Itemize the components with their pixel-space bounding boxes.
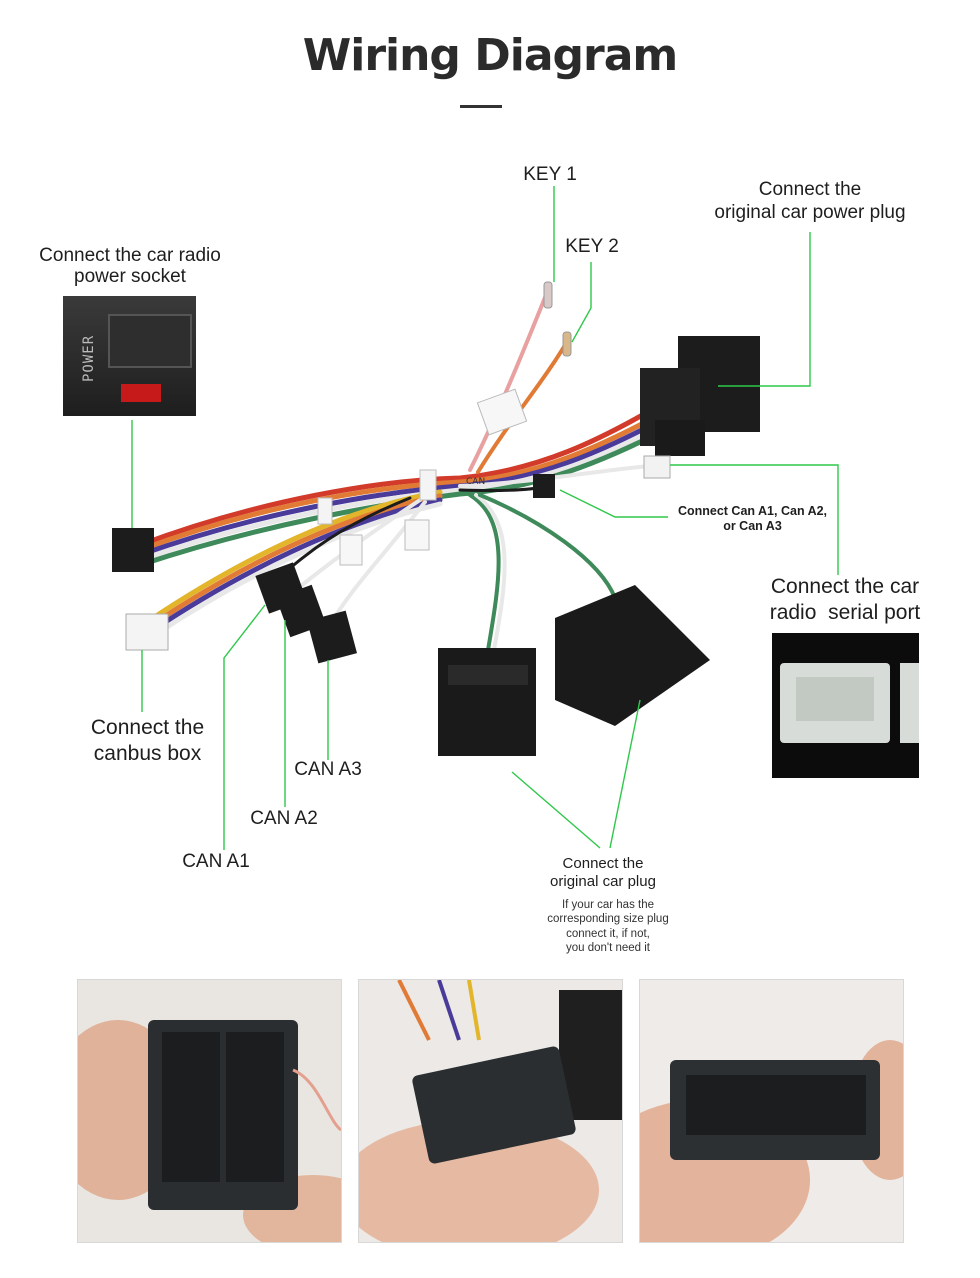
canbus-box-label-line2: canbus box	[93, 742, 202, 766]
serial-port-connector	[643, 455, 671, 479]
power-plug-label-line2: original car power plug	[714, 201, 906, 223]
wire-label-tag	[476, 388, 528, 436]
original-plug-note-line2: corresponding size plug	[547, 913, 669, 926]
key1-label: KEY 1	[523, 164, 577, 185]
wire-label-tag	[339, 534, 363, 566]
radio-power-socket-label-line2: power socket	[74, 265, 186, 287]
canbus-box-label-line1: Connect the	[90, 716, 205, 739]
wire-label-tag	[404, 519, 430, 551]
leader-can-connect	[559, 489, 668, 518]
serial-port-label-line1: Connect the car	[770, 575, 920, 598]
can-connect-label-line1: Connect Can A1, Can A2,	[677, 504, 828, 518]
original-plug-note: If your car has the corresponding size p…	[518, 898, 698, 956]
radio-power-socket-label: Connect the car radio power socket	[20, 245, 240, 287]
key2-terminal	[562, 331, 572, 357]
radio-power-socket-photo: POWER	[63, 296, 196, 416]
key1-terminal	[543, 281, 553, 309]
canbus-box-label: Connect the canbus box	[70, 715, 225, 768]
leader-power-plug	[718, 232, 811, 387]
leader-original-plug-left	[511, 771, 601, 849]
leader-lines	[131, 186, 839, 850]
title-underline	[460, 105, 502, 108]
connector-photo-2	[358, 979, 623, 1243]
original-plug-label-line1: Connect the	[562, 855, 644, 872]
leader-key2	[571, 262, 592, 343]
can-wire-tag: CAN	[466, 477, 485, 487]
can-a3-connector	[306, 610, 358, 664]
original-plug-note-line1: If your car has the	[561, 899, 655, 911]
original-plug-note-line3: connect it, if not,	[566, 927, 650, 940]
canbus-box-connector	[125, 613, 169, 651]
power-plug-label-line1: Connect the	[758, 179, 862, 200]
socket-power-text: POWER	[81, 334, 97, 382]
can-a1-label: CAN A1	[182, 851, 250, 872]
power-plug-label: Connect the original car power plug	[690, 179, 930, 225]
serial-port-label: Connect the car radio serial port	[752, 574, 938, 627]
original-plug-label: Connect the original car plug	[518, 855, 688, 891]
leader-can-a1	[223, 604, 266, 850]
serial-port-photo	[772, 633, 919, 778]
cable-tie	[317, 497, 333, 525]
can-mini-plug	[533, 474, 555, 498]
can-a2-label: CAN A2	[250, 808, 318, 829]
original-power-plug-connector	[640, 336, 760, 456]
leader-original-plug-right	[609, 699, 641, 849]
original-car-plug-left	[438, 648, 536, 756]
connector-photo-1	[77, 979, 342, 1243]
page-title: Wiring Diagram	[302, 30, 679, 81]
original-plug-label-line2: original car plug	[550, 873, 656, 890]
connector-photo-3	[639, 979, 904, 1243]
wire-tags: CAN	[317, 388, 528, 566]
key2-label: KEY 2	[565, 236, 619, 257]
can-connect-label-line2: or Can A3	[723, 519, 782, 533]
leader-serial-port	[670, 464, 839, 575]
can-a3-label: CAN A3	[294, 759, 362, 780]
original-plug-note-line4: you don't need it	[565, 942, 651, 955]
radio-power-connector	[112, 528, 154, 572]
can-connect-label: Connect Can A1, Can A2, or Can A3	[665, 504, 840, 534]
serial-port-label-line2: radio serial port	[769, 601, 921, 625]
cable-tie	[419, 469, 437, 501]
wiring-diagram: CAN	[112, 186, 839, 850]
wire-bundle	[137, 288, 668, 652]
original-car-plug-right	[555, 585, 710, 726]
radio-power-socket-label-line1: Connect the car radio	[39, 245, 221, 266]
